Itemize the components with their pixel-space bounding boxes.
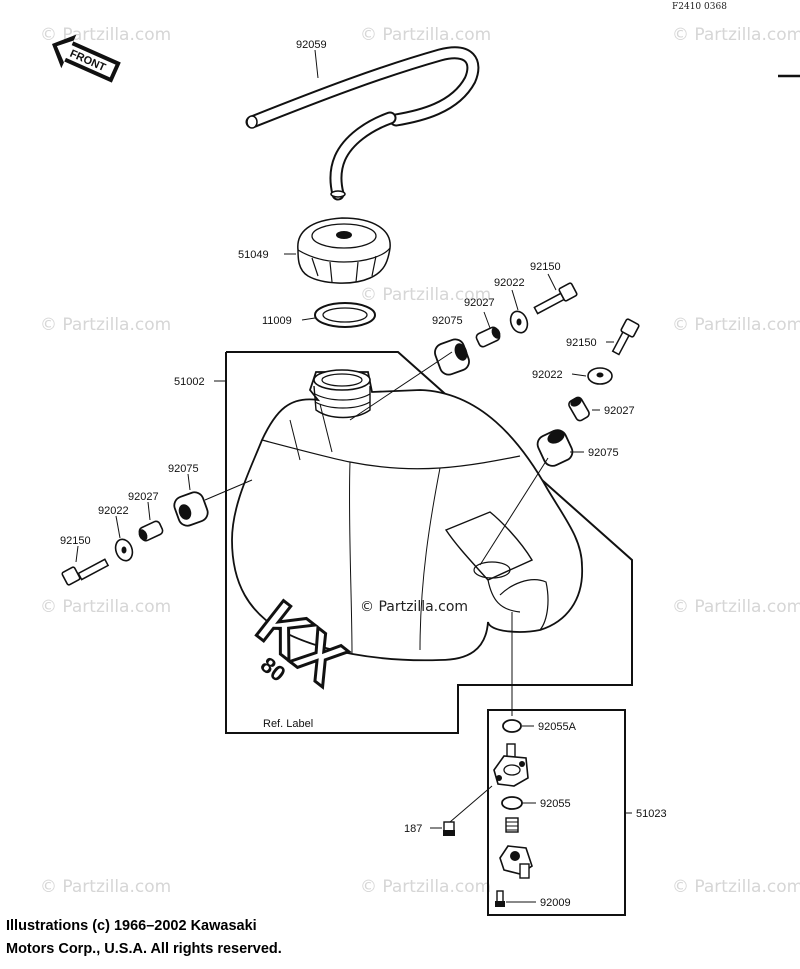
fuel-tank <box>231 369 583 662</box>
part-label-92055a: 92055A <box>538 721 577 733</box>
part-label-92075-right: 92075 <box>588 447 619 459</box>
spring <box>505 817 519 833</box>
watermark: © Partzilla.com <box>360 877 491 897</box>
washer-top <box>509 310 529 334</box>
watermarks: © Partzilla.com © Partzilla.com © Partzi… <box>40 25 800 897</box>
watermark: © Partzilla.com <box>672 597 800 617</box>
part-label-92022-left: 92022 <box>98 505 129 517</box>
part-label-51002: 51002 <box>174 376 205 388</box>
part-label-92022-right: 92022 <box>532 369 563 381</box>
fuel-cap <box>297 217 391 284</box>
bolt-top <box>533 282 578 315</box>
bolt-left <box>61 558 110 586</box>
cap-gasket <box>314 302 376 328</box>
breather-hose <box>245 46 480 201</box>
rubber-damper-top <box>434 338 470 376</box>
part-label-92027-top: 92027 <box>464 297 495 309</box>
collar-left <box>138 520 164 542</box>
part-label-92150-top: 92150 <box>530 261 561 273</box>
part-label-92059: 92059 <box>296 39 327 51</box>
assembly-outline <box>225 351 633 734</box>
watermark: © Partzilla.com <box>672 25 800 45</box>
copyright-line-1: Illustrations (c) 1966–2002 Kawasaki <box>6 918 257 934</box>
diagram-code: F2410 0368 <box>672 2 727 12</box>
watermark: © Partzilla.com <box>672 877 800 897</box>
watermark: © Partzilla.com <box>40 597 171 617</box>
screw-92009 <box>495 890 505 907</box>
part-label-11009: 11009 <box>262 315 292 327</box>
part-label-92075-top: 92075 <box>432 315 463 327</box>
washer-right <box>587 367 613 385</box>
rubber-damper-left <box>173 491 209 527</box>
lever-plate <box>499 845 533 879</box>
washer-left <box>114 538 134 562</box>
collar-right <box>568 396 590 422</box>
part-label-92027-left: 92027 <box>128 491 159 503</box>
part-label-92150-left: 92150 <box>60 535 91 547</box>
screw-187 <box>443 821 455 836</box>
center-watermark: © Partzilla.com <box>360 599 468 615</box>
watermark: © Partzilla.com <box>360 285 491 305</box>
collar-top <box>475 326 501 348</box>
part-label-51049: 51049 <box>238 249 269 261</box>
fuel-cock <box>493 743 529 787</box>
part-label-187: 187 <box>404 823 422 835</box>
copyright-line-2: Motors Corp., U.S.A. All rights reserved… <box>6 941 282 957</box>
rubber-damper-right <box>536 429 574 467</box>
part-label-51023: 51023 <box>636 808 667 820</box>
part-label-92150-right: 92150 <box>566 337 597 349</box>
part-label-92027-right: 92027 <box>604 405 635 417</box>
part-label-92055: 92055 <box>540 798 571 810</box>
part-label-92075-left: 92075 <box>168 463 199 475</box>
part-label-92022-top: 92022 <box>494 277 525 289</box>
bolt-right <box>611 318 640 356</box>
o-ring-92055 <box>501 796 523 810</box>
part-label-92009: 92009 <box>540 897 571 909</box>
watermark: © Partzilla.com <box>40 877 171 897</box>
watermark: © Partzilla.com <box>40 315 171 335</box>
watermark: © Partzilla.com <box>672 315 800 335</box>
ref-label: Ref. Label <box>263 718 313 730</box>
front-arrow-icon: FRONT <box>51 34 121 83</box>
fuel-cock-assembly-box <box>487 709 626 916</box>
o-ring-92055a <box>502 719 522 733</box>
watermark: © Partzilla.com <box>360 25 491 45</box>
